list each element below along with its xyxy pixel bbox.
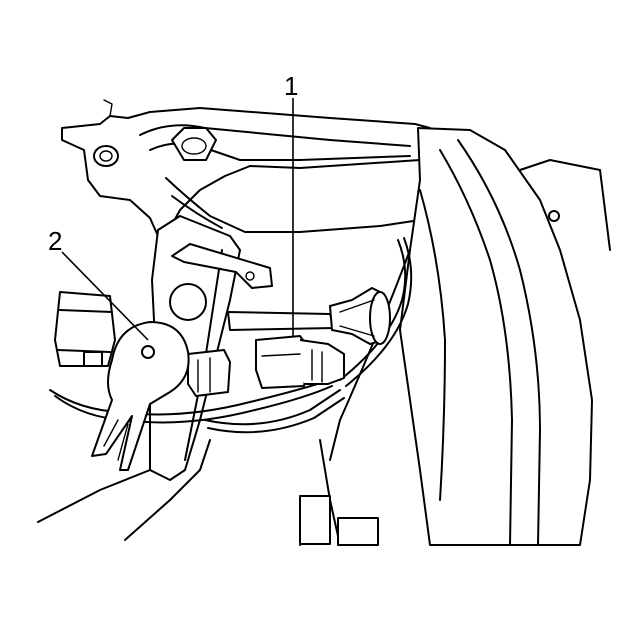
callout-2-leader xyxy=(61,251,149,341)
bracket-bolt xyxy=(171,127,217,161)
release-tool xyxy=(91,321,190,471)
bulb-socket-assembly xyxy=(227,287,391,345)
callout-2-label: 2 xyxy=(48,226,62,256)
electrical-connector-1 xyxy=(255,335,345,389)
left-connector-block xyxy=(54,291,116,367)
wiring-harness xyxy=(49,237,413,434)
left-nut xyxy=(93,145,119,167)
callout-1-label: 1 xyxy=(284,71,298,101)
electrical-connector-2 xyxy=(187,349,231,397)
upper-bracket xyxy=(61,99,441,237)
tab-bracket xyxy=(171,243,273,289)
lower-frame xyxy=(37,439,379,546)
